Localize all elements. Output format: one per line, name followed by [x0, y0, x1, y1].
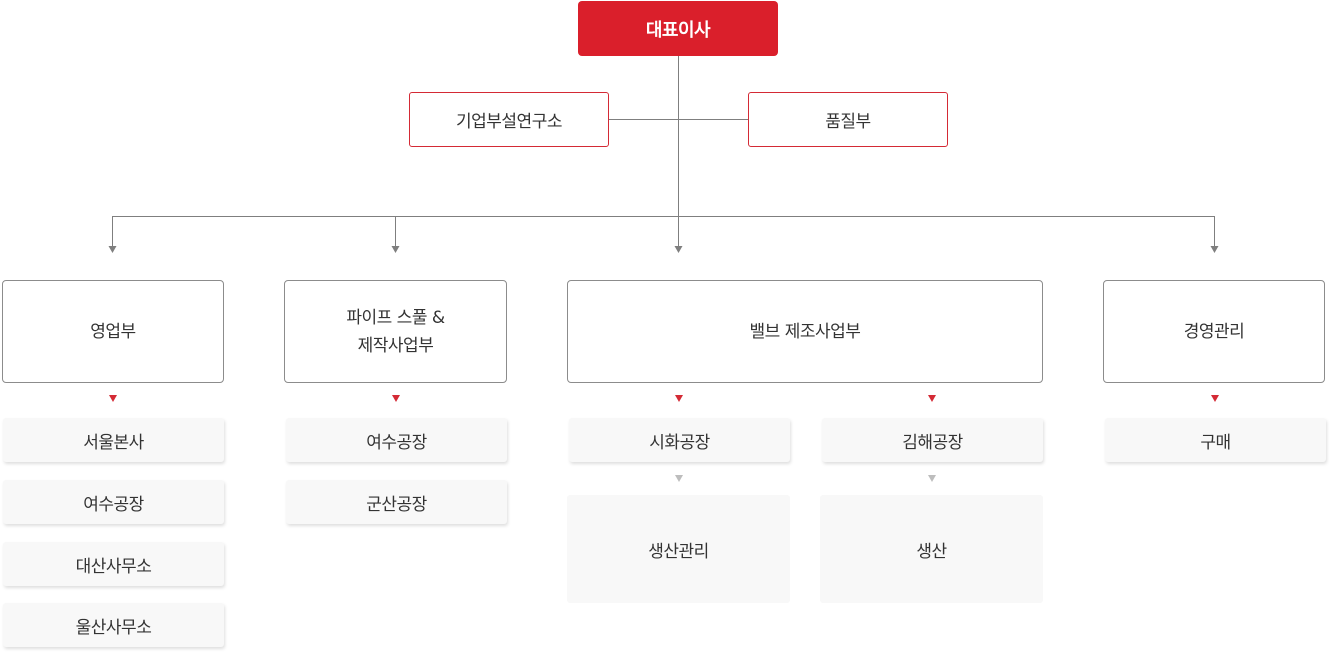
quality-department-box: 품질부 — [748, 92, 948, 147]
gimhae-arrow — [928, 395, 936, 402]
valve-plant-siwha: 시화공장 — [569, 418, 790, 462]
pipe-spool-department-box: 파이프 스풀 & 제작사업부 — [284, 280, 507, 383]
ceo-box: 대표이사 — [578, 1, 778, 56]
gimhae-sub-arrow — [928, 475, 936, 482]
siwha-sub-arrow — [675, 475, 683, 482]
pipe-unit-gunsan: 군산공장 — [286, 480, 507, 524]
sales-department-box: 영업부 — [2, 280, 224, 383]
valve-department-box: 밸브 제조사업부 — [567, 280, 1043, 383]
sales-unit-yeosu: 여수공장 — [3, 480, 224, 524]
management-unit-purchasing: 구매 — [1105, 418, 1326, 462]
sales-unit-daesan: 대산사무소 — [3, 542, 224, 586]
sales-unit-ulsan: 울산사무소 — [3, 603, 224, 647]
valve-plant-gimhae: 김해공장 — [822, 418, 1043, 462]
pipe-arrow — [392, 395, 400, 402]
pipe-unit-yeosu: 여수공장 — [286, 418, 507, 462]
research-institute-box: 기업부설연구소 — [409, 92, 609, 147]
siwha-arrow — [675, 395, 683, 402]
gimhae-function-box: 생산 — [820, 495, 1043, 603]
management-arrow — [1211, 395, 1219, 402]
siwha-function-box: 생산관리 — [567, 495, 790, 603]
management-department-box: 경영관리 — [1103, 280, 1325, 383]
sales-arrow — [109, 395, 117, 402]
sales-unit-seoul: 서울본사 — [3, 418, 224, 462]
